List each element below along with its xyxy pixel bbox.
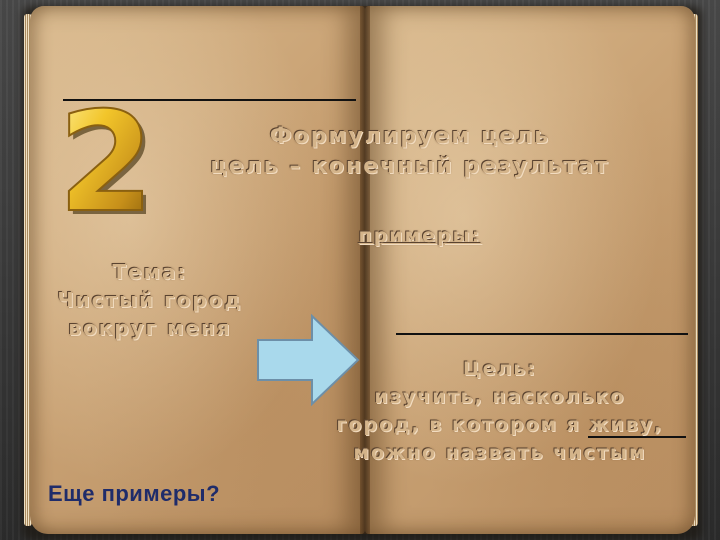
examples-label: примеры: xyxy=(358,225,482,247)
right-page xyxy=(365,6,695,534)
topic-line-1: Чистый город xyxy=(57,288,243,312)
goal-line-2: город, в котором я живу, xyxy=(336,414,664,436)
topic-label: Тема: xyxy=(112,260,188,284)
step-number-face: 2 xyxy=(58,92,148,232)
step-number-badge: 2 2 xyxy=(58,92,148,232)
topic-line-2: вокруг меня xyxy=(68,316,232,340)
page-edges-left xyxy=(24,14,32,526)
topic-block: Тема: Чистый город вокруг меня xyxy=(20,258,280,342)
heading-line-2: цель – конечный результат xyxy=(210,154,610,179)
heading-line-1: Формулируем цель xyxy=(269,124,551,149)
book-spine xyxy=(360,6,370,534)
middle-rule-line xyxy=(396,333,688,335)
right-arrow-icon xyxy=(257,314,360,406)
left-page xyxy=(30,6,365,534)
goal-line-3: можно назвать чистым xyxy=(353,442,647,464)
goal-block: Цель: изучить, насколько город, в которо… xyxy=(300,355,700,467)
goal-line-1: изучить, насколько xyxy=(374,386,626,408)
goal-label: Цель: xyxy=(462,358,538,380)
top-rule-line xyxy=(63,99,356,101)
step-number: 2 xyxy=(62,92,148,232)
lower-rule-line xyxy=(588,436,686,438)
heading: Формулируем цель цель – конечный результ… xyxy=(200,122,620,182)
more-examples-link[interactable]: Еще примеры? xyxy=(48,481,221,506)
